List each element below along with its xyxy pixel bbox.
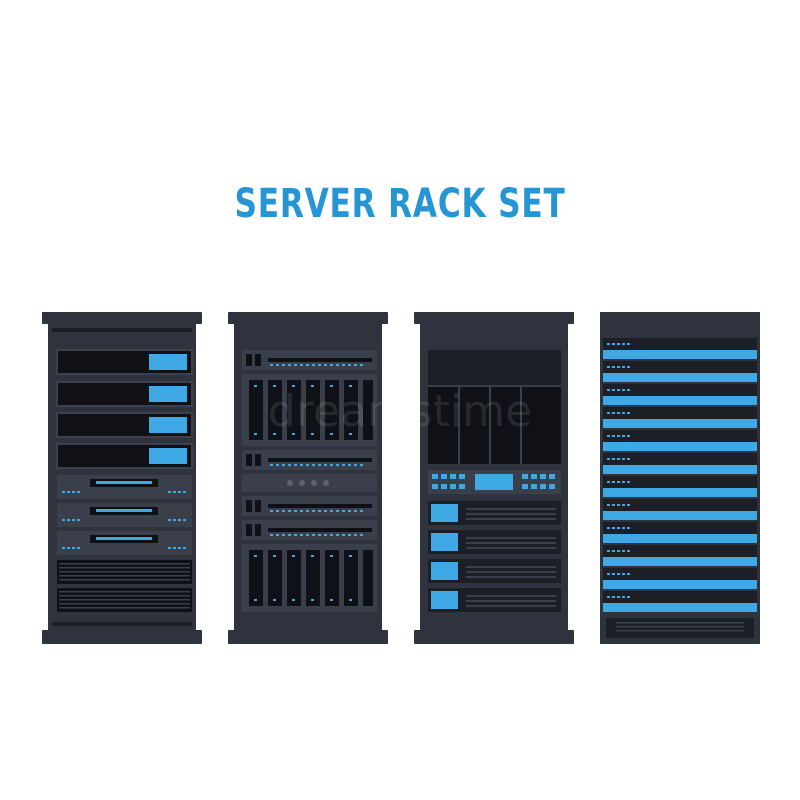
server-unit-3	[57, 531, 192, 555]
storage-unit-3	[428, 559, 561, 583]
server-rack-4	[600, 312, 760, 644]
control-strip	[428, 470, 561, 494]
patch-unit-1	[242, 350, 377, 370]
server-rack-3	[414, 312, 574, 644]
storage-unit-4	[428, 588, 561, 612]
server-unit-blue	[603, 338, 757, 359]
storage-unit-1	[428, 501, 561, 525]
vent-grill-1	[57, 560, 192, 584]
display-panel	[428, 350, 561, 464]
server-unit-blue	[603, 545, 757, 566]
server-unit-2	[57, 503, 192, 527]
server-unit-blue	[603, 407, 757, 428]
page-title: SERVER RACK SET	[234, 181, 566, 227]
server-unit-1	[57, 475, 192, 499]
storage-unit-2	[428, 530, 561, 554]
server-unit-blue	[603, 476, 757, 497]
server-unit-blue	[603, 499, 757, 520]
server-unit-blue	[603, 384, 757, 405]
vent-grill-2	[57, 588, 192, 612]
drive-bay-1	[56, 349, 193, 375]
server-unit-blue	[603, 361, 757, 382]
server-unit-blue	[603, 453, 757, 474]
disk-array-1	[242, 374, 377, 446]
server-unit-blue	[603, 430, 757, 451]
server-unit-blue	[603, 522, 757, 543]
rack-base-vent	[606, 618, 754, 638]
drive-bay-3	[56, 412, 193, 438]
server-unit-blue	[603, 568, 757, 589]
server-unit-blue	[603, 591, 757, 612]
patch-unit-2	[242, 450, 377, 470]
server-rack-2	[228, 312, 388, 644]
server-rack-1	[42, 312, 202, 644]
drive-bay-4	[56, 443, 193, 469]
button-unit	[242, 474, 377, 492]
patch-unit-4	[242, 520, 377, 540]
drive-bay-2	[56, 381, 193, 407]
disk-array-2	[242, 544, 377, 612]
patch-unit-3	[242, 496, 377, 516]
